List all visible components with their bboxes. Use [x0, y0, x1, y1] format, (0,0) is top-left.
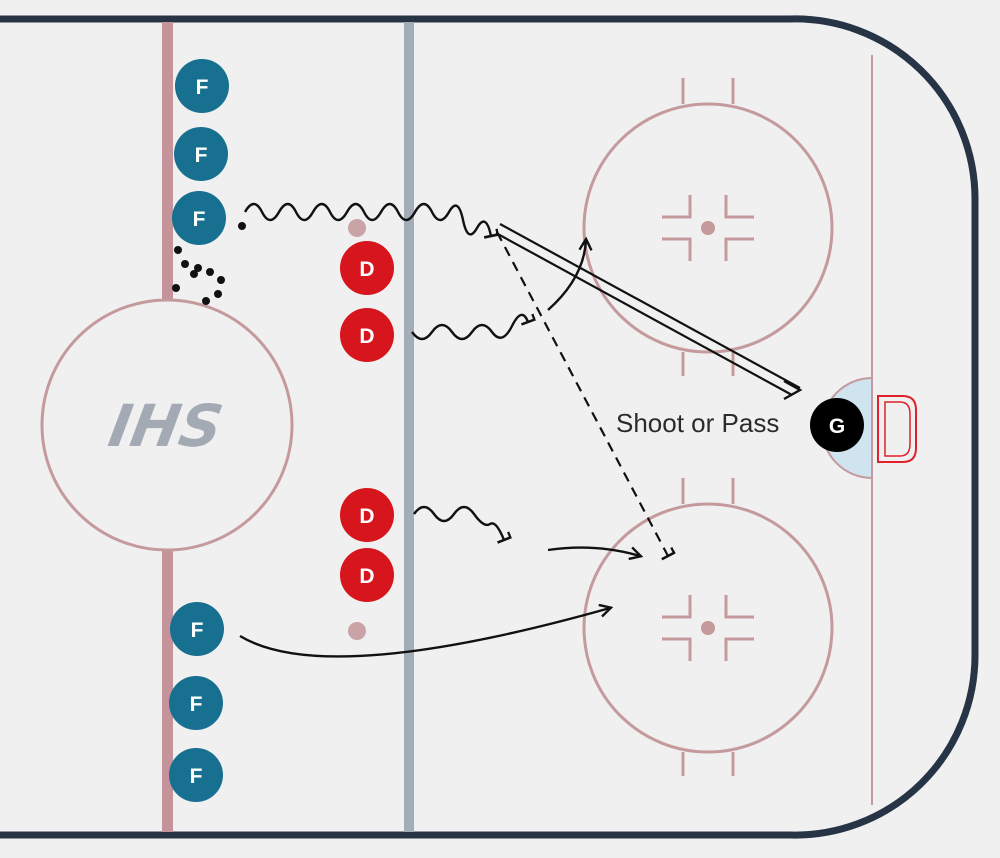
defense-player: D: [340, 548, 394, 602]
d-skate-path-lower: [413, 505, 504, 540]
zone-faceoff-circle-bottom: [582, 478, 834, 776]
blue-line: [404, 22, 414, 832]
forward-label: F: [195, 144, 208, 167]
shot-arrowhead: [783, 379, 803, 401]
forward-player: F: [170, 602, 224, 656]
shot-path: [499, 223, 801, 389]
d-skate-path-upper: [411, 315, 528, 341]
shoot-or-pass-label: Shoot or Pass: [616, 408, 779, 438]
defense-player: D: [340, 241, 394, 295]
neutral-zone-dot: [348, 219, 366, 237]
goal-net: [877, 395, 917, 463]
defense-label: D: [359, 505, 374, 528]
shot-path: [495, 232, 793, 396]
forward-player: F: [175, 59, 229, 113]
neutral-zone-dot: [348, 622, 366, 640]
forward-label: F: [190, 693, 203, 716]
defense-player: D: [340, 308, 394, 362]
d-skate-path-upper-curve: [547, 240, 586, 311]
center-faceoff-circle: [40, 298, 294, 552]
forward-label: F: [190, 765, 203, 788]
forward-player: F: [169, 676, 223, 730]
faceoff-dot: [701, 221, 715, 235]
puck-pile: [172, 222, 246, 305]
forward-label: F: [193, 208, 206, 231]
goalie-label: G: [829, 415, 845, 438]
f-skate-path: [239, 608, 610, 658]
defense-label: D: [359, 565, 374, 588]
d-skate-path-lower-curve: [547, 546, 640, 556]
ihs-logo: IHS: [104, 392, 228, 459]
zone-faceoff-circle-top: [582, 78, 834, 376]
skate-with-puck-path: [243, 202, 491, 236]
defense-player: D: [340, 488, 394, 542]
forward-label: F: [196, 76, 209, 99]
forward-player: F: [169, 748, 223, 802]
goalie-player: G: [810, 398, 864, 452]
forward-label: F: [191, 619, 204, 642]
faceoff-dot: [701, 621, 715, 635]
defense-label: D: [359, 258, 374, 281]
forward-player-puck-carrier: F: [172, 191, 226, 245]
forward-player: F: [174, 127, 228, 181]
goal-net-inner: [884, 401, 911, 457]
defense-label: D: [359, 325, 374, 348]
